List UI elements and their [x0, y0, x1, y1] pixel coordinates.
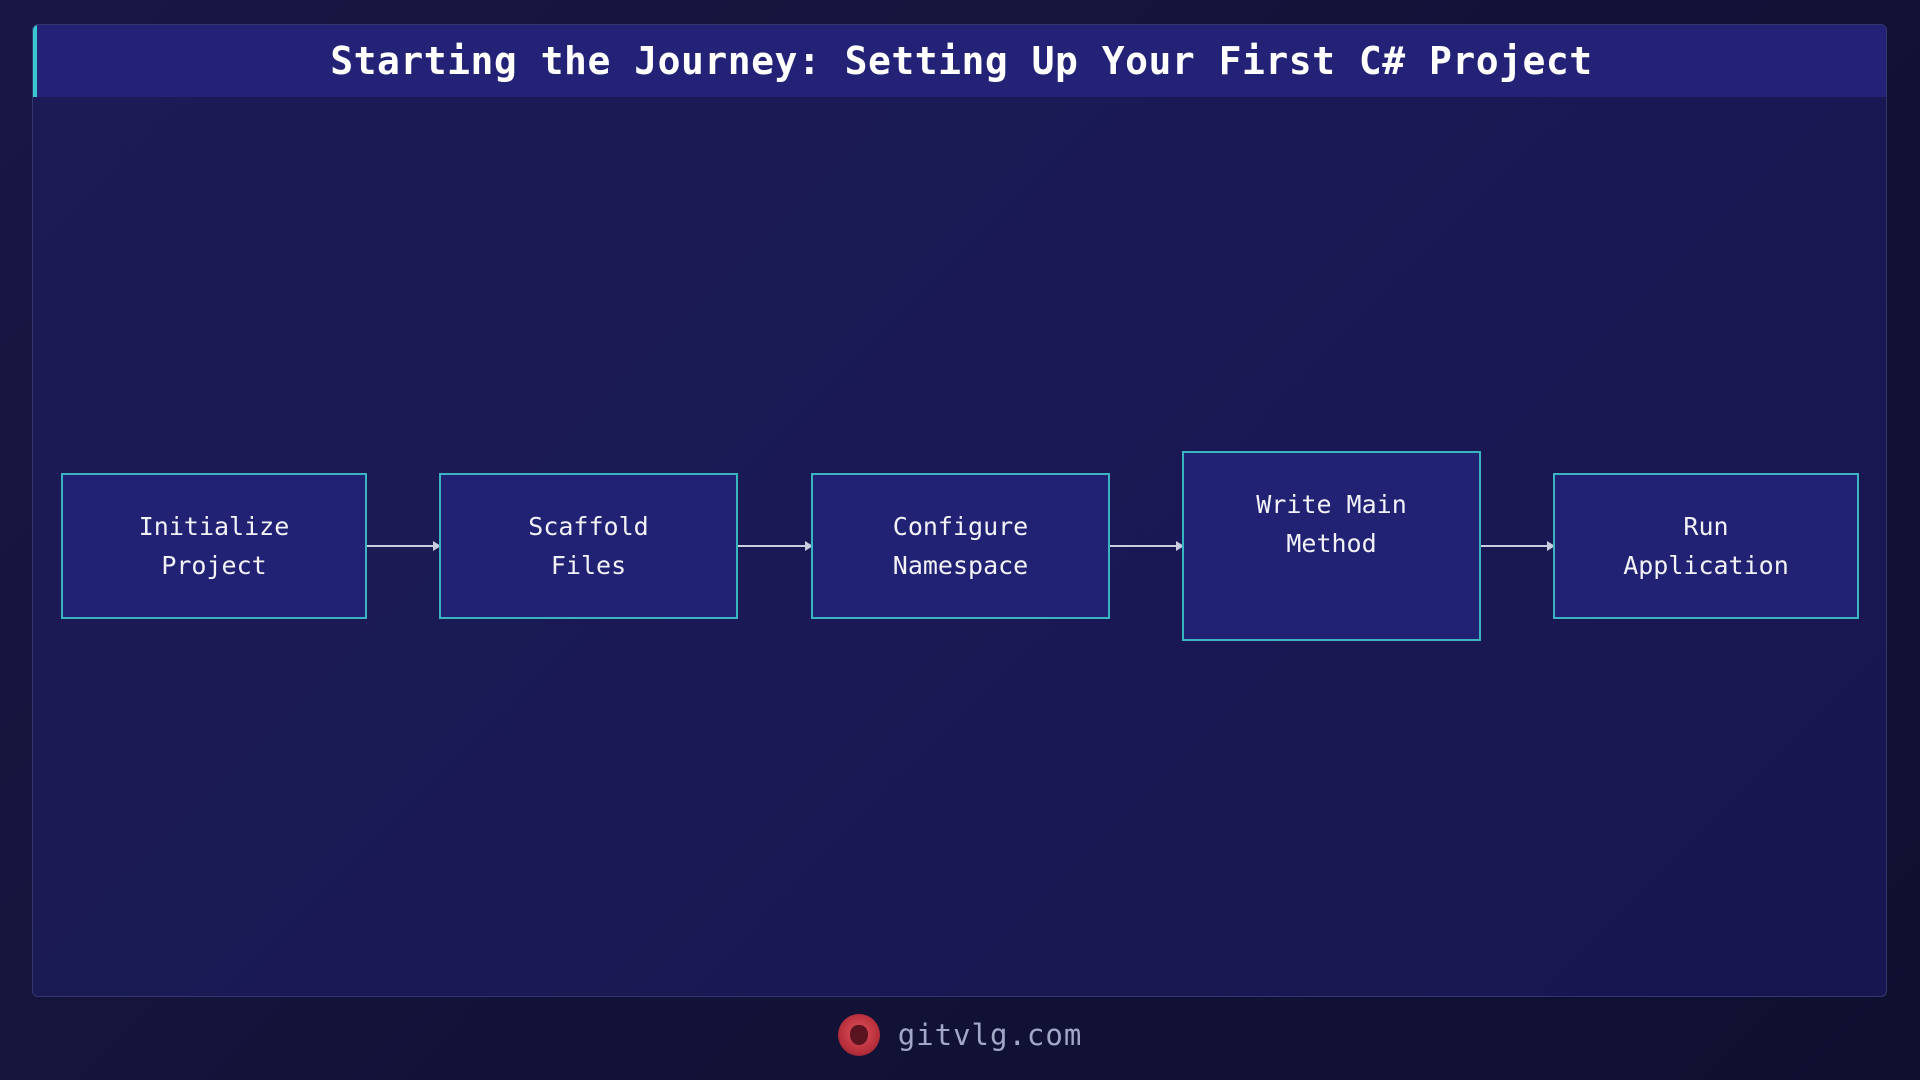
arrow-4	[1481, 541, 1555, 551]
node-configure-namespace: Configure Namespace	[811, 473, 1110, 619]
arrow-2	[738, 541, 813, 551]
node-write-main-method: Write Main Method	[1182, 451, 1481, 641]
page-title: Starting the Journey: Setting Up Your Fi…	[330, 39, 1593, 83]
footer: gitvlg.com	[0, 1010, 1920, 1060]
title-bar: Starting the Journey: Setting Up Your Fi…	[33, 25, 1886, 97]
node-run-application: Run Application	[1553, 473, 1859, 619]
node-scaffold-files: Scaffold Files	[439, 473, 738, 619]
arrow-1	[367, 541, 441, 551]
arrow-3	[1110, 541, 1184, 551]
lion-logo-icon	[837, 1014, 880, 1056]
site-link[interactable]: gitvlg.com	[897, 1018, 1083, 1052]
node-initialize-project: Initialize Project	[61, 473, 367, 619]
